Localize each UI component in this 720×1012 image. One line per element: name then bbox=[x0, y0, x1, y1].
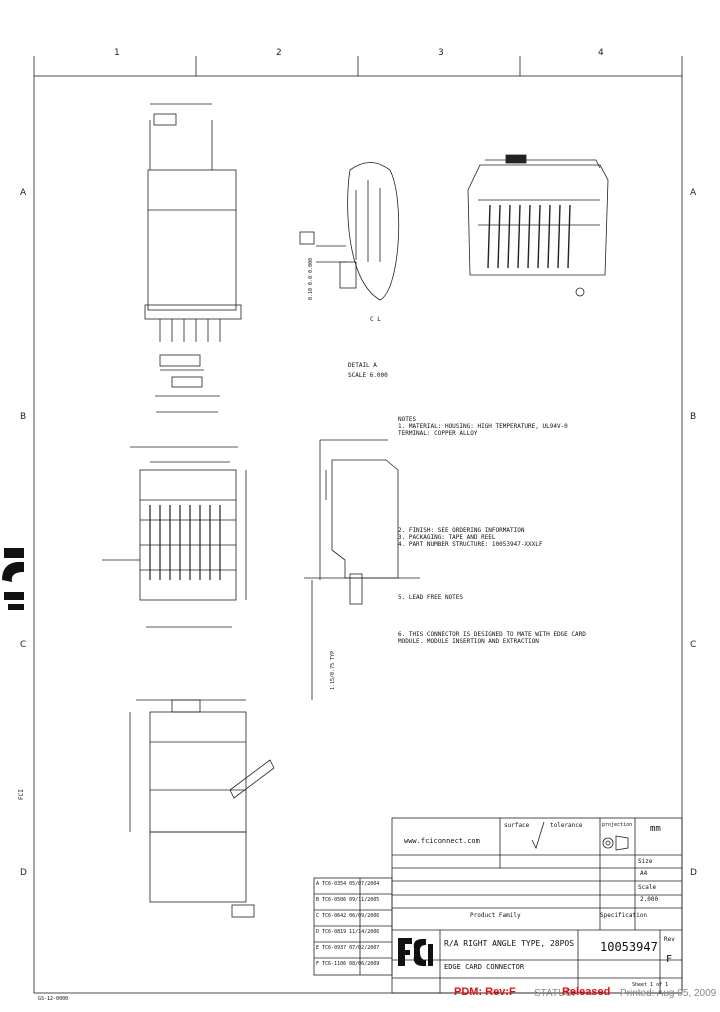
title-block-lines bbox=[313, 817, 683, 994]
status-prefix: STATUS: bbox=[534, 988, 575, 999]
projection-label: projection bbox=[602, 822, 633, 828]
scale-label: Scale bbox=[638, 884, 657, 891]
fci-title-logo bbox=[398, 938, 433, 967]
grid-column-4: 4 bbox=[598, 48, 604, 58]
note-line: 3. PACKAGING: TAPE AND REEL bbox=[398, 534, 496, 541]
revision-letter: D bbox=[316, 929, 320, 935]
printed-date: Printed: Aug 05, 2009 bbox=[620, 988, 717, 999]
title-line-1: R/A RIGHT ANGLE TYPE, 28POS bbox=[444, 939, 575, 948]
revision-letter: C bbox=[316, 913, 320, 919]
revision-date: 05/07/2004 bbox=[349, 881, 380, 887]
revision-row: A TC6-0354 05/07/2004 bbox=[316, 881, 379, 897]
grid-row-c-right: C bbox=[690, 640, 697, 650]
product-family-label: Product Family bbox=[470, 912, 521, 919]
note-line: 4. PART NUMBER STRUCTURE: 10053947-XXXLF bbox=[398, 541, 543, 548]
revision-date: 09/11/2005 bbox=[349, 897, 380, 903]
part-number: 10053947 bbox=[600, 940, 658, 954]
size-value: A4 bbox=[640, 870, 648, 877]
note-line: MODULE. MODULE INSERTION AND EXTRACTION bbox=[398, 638, 539, 645]
revision-letter: A bbox=[316, 881, 320, 887]
revision-letter: B bbox=[316, 897, 320, 903]
lower-dimension: 1.15/0.75 TYP bbox=[330, 650, 336, 690]
section-view bbox=[304, 439, 420, 700]
surface-label: surface bbox=[504, 822, 530, 829]
revision-ecn: TC6-0642 bbox=[322, 913, 347, 919]
revision-ecn: TC6-0819 bbox=[322, 929, 347, 935]
size-label: Size bbox=[638, 858, 653, 865]
grid-row-d: D bbox=[20, 868, 27, 878]
rev-value: F bbox=[666, 954, 673, 965]
grid-row-c: C bbox=[20, 640, 27, 650]
revision-ecn: TC6-0506 bbox=[322, 897, 347, 903]
grid-column-2: 2 bbox=[276, 48, 282, 58]
title-line-2: EDGE CARD CONNECTOR bbox=[444, 963, 525, 971]
units-label: mm bbox=[650, 824, 661, 834]
note-line: TERMINAL: COPPER ALLOY bbox=[398, 430, 478, 437]
top-view bbox=[102, 446, 247, 628]
side-view bbox=[144, 103, 242, 413]
revision-table: A TC6-0354 05/07/2004 B TC6-0506 09/11/2… bbox=[316, 881, 379, 977]
pdm-revision: PDM: Rev:F bbox=[454, 986, 516, 998]
note-line: 1. MATERIAL: HOUSING: HIGH TEMPERATURE, … bbox=[398, 423, 568, 430]
note-line: 2. FINISH: SEE ORDERING INFORMATION bbox=[398, 527, 525, 534]
tolerance-label: tolerance bbox=[550, 822, 583, 829]
revision-date: 07/02/2007 bbox=[349, 945, 380, 951]
revision-date: 06/09/2006 bbox=[349, 913, 380, 919]
grid-column-1: 1 bbox=[114, 48, 120, 58]
revision-ecn: TC6-0937 bbox=[322, 945, 347, 951]
detail-view bbox=[299, 162, 400, 301]
notes-block: NOTES 1. MATERIAL: HOUSING: HIGH TEMPERA… bbox=[398, 416, 678, 645]
revision-letter: E bbox=[316, 945, 320, 951]
sheet-number: Sheet 1 of 1 bbox=[632, 982, 669, 988]
bottom-view bbox=[129, 699, 275, 918]
revision-row: F TC6-1106 08/06/2009 bbox=[316, 961, 379, 977]
grid-column-3: 3 bbox=[438, 48, 444, 58]
revision-ecn: TC6-1106 bbox=[322, 961, 347, 967]
reference-dimension: 0.10 0.0 0.000 bbox=[308, 257, 314, 300]
detail-view-label: DETAIL A bbox=[348, 362, 377, 369]
isometric-view bbox=[467, 154, 609, 297]
grid-row-a: A bbox=[20, 188, 27, 198]
grid-row-a-right: A bbox=[690, 188, 697, 198]
notes-heading: NOTES bbox=[398, 416, 417, 423]
company-side-text: FCI bbox=[18, 789, 25, 800]
revision-date: 08/06/2009 bbox=[349, 961, 380, 967]
centerline-marker: C L bbox=[370, 316, 381, 323]
revision-ecn: TC6-0354 bbox=[322, 881, 347, 887]
bottom-code: GS-12-0000 bbox=[38, 996, 69, 1002]
revision-date: 11/14/2006 bbox=[349, 929, 380, 935]
revision-row: E TC6-0937 07/02/2007 bbox=[316, 945, 379, 961]
status-value: Released bbox=[562, 986, 611, 998]
specification-label: Specification bbox=[600, 912, 647, 919]
revision-row: B TC6-0506 09/11/2005 bbox=[316, 897, 379, 913]
rev-label: Rev bbox=[664, 936, 675, 943]
grid-row-d-right: D bbox=[690, 868, 697, 878]
fci-side-logo bbox=[2, 548, 24, 610]
note-line: 5. LEAD FREE NOTES bbox=[398, 594, 464, 601]
projection-symbol bbox=[602, 835, 629, 851]
note-line: 6. THIS CONNECTOR IS DESIGNED TO MATE WI… bbox=[398, 631, 586, 638]
revision-row: C TC6-0642 06/09/2006 bbox=[316, 913, 379, 929]
scale-value: 2.000 bbox=[640, 896, 659, 903]
revision-row: D TC6-0819 11/14/2006 bbox=[316, 929, 379, 945]
detail-view-scale: SCALE 6.000 bbox=[348, 372, 388, 379]
revision-letter: F bbox=[316, 961, 320, 967]
website-url: www.fciconnect.com bbox=[404, 837, 480, 845]
grid-row-b-right: B bbox=[690, 412, 697, 422]
grid-row-b: B bbox=[20, 412, 27, 422]
